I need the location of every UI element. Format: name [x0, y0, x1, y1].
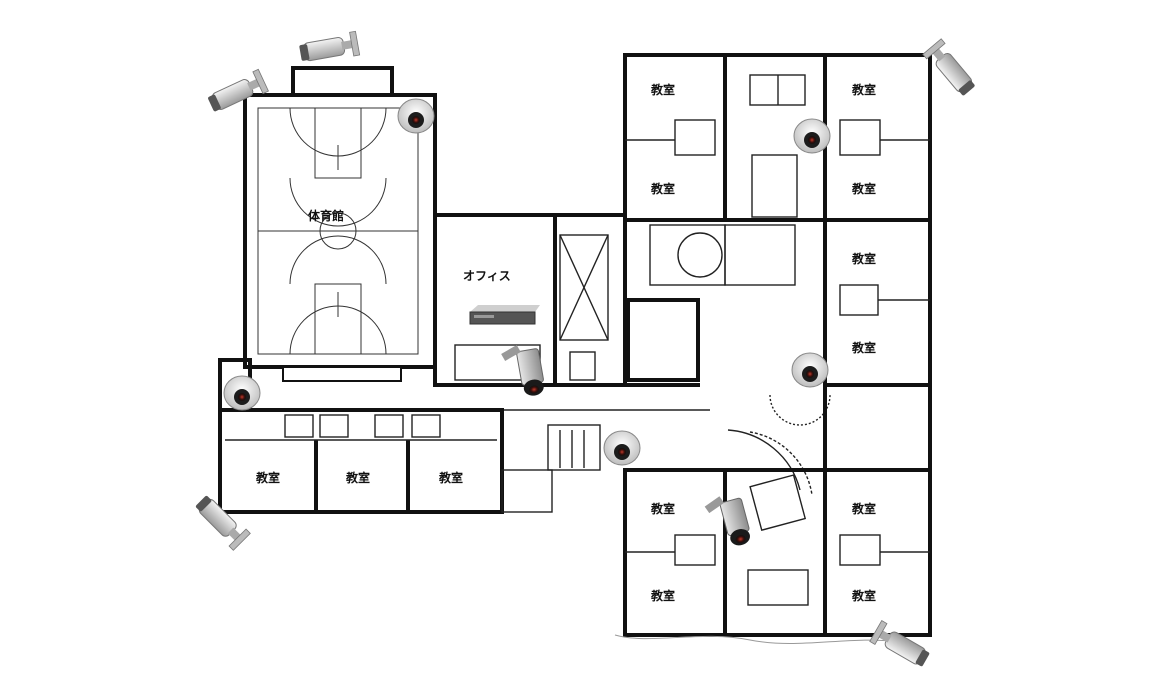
classroom-label-se1: 教室 [650, 501, 675, 516]
gym-label: 体育館 [308, 208, 344, 223]
classroom-label-ne3: 教室 [851, 82, 876, 97]
bullet-camera-icon [869, 620, 933, 671]
box-camera-icon [702, 490, 754, 553]
south-west-wing: 教室 教室 教室 [218, 358, 553, 514]
dome-camera-icon [793, 118, 831, 154]
classroom-label-se4: 教室 [851, 588, 876, 603]
basketball-court [257, 107, 419, 355]
classroom-label-se3: 教室 [851, 501, 876, 516]
central-core [435, 213, 831, 532]
classroom-label-sw1: 教室 [255, 470, 280, 485]
east-wing: 教室 教室 [823, 218, 932, 472]
classroom-label-sw3: 教室 [438, 470, 463, 485]
dome-camera-icon [223, 375, 261, 411]
dome-camera-icon [603, 430, 641, 466]
classroom-label-e2: 教室 [851, 340, 876, 355]
classroom-label-sw2: 教室 [345, 470, 370, 485]
classroom-label-se2: 教室 [650, 588, 675, 603]
classroom-label-ne2: 教室 [650, 181, 675, 196]
classroom-label-e1: 教室 [851, 251, 876, 266]
classroom-label-ne1: 教室 [650, 82, 675, 97]
gym-area: 体育館 [243, 66, 437, 382]
dome-camera-icon [397, 98, 435, 134]
dome-camera-icon [791, 352, 829, 388]
classroom-label-ne4: 教室 [851, 181, 876, 196]
south-east-wing: 教室 教室 教室 教室 [614, 468, 932, 645]
box-camera-icon [499, 340, 547, 401]
north-east-wing: 教室 教室 教室 教室 [623, 53, 932, 222]
bullet-camera-icon [297, 30, 361, 66]
recorder-icon [469, 305, 540, 325]
office-label: オフィス [463, 269, 511, 283]
